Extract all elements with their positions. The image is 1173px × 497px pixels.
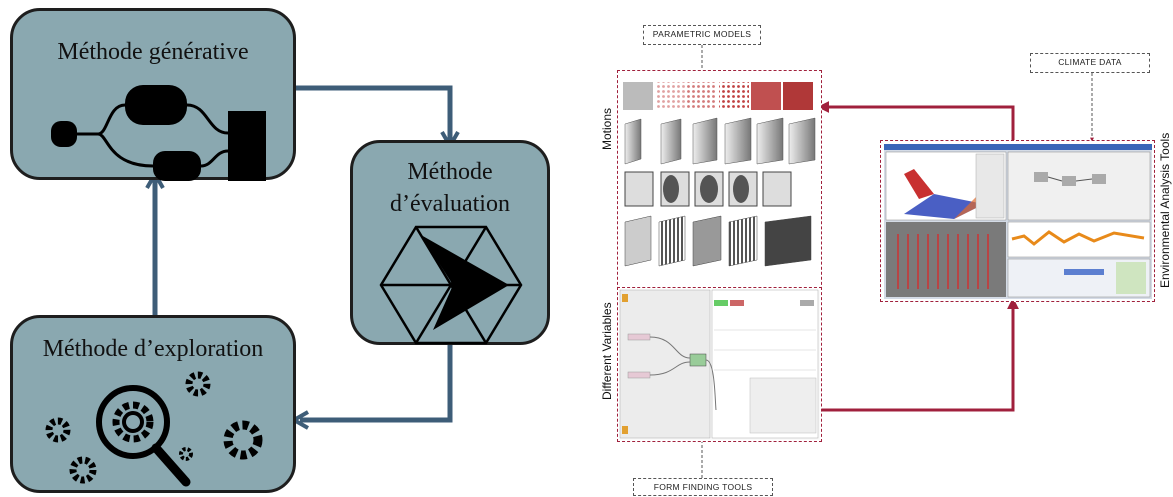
motions-label: Motions [600,107,614,150]
climate-data-tag: CLIMATE DATA [1030,53,1150,73]
form-finding-tools-tag: FORM FINDING TOOLS [633,478,773,496]
gear-icon-5 [179,447,193,461]
evaluation-method-title-line1: Méthode [407,159,493,185]
gear-icon-4 [69,456,97,484]
gear-icon-1 [45,417,71,443]
motions-panel [617,70,822,305]
evaluation-method-box: Méthode d’évaluation [350,140,550,345]
exploration-method-title: Méthode d’exploration [42,336,264,362]
generative-method-box: Méthode générative [10,8,296,181]
arrow-generative-to-evaluation [296,85,460,151]
grasshopper-screenshot [619,289,820,440]
analysis-software-screenshot [884,144,1152,299]
arrow-env-to-motions [817,101,1015,140]
evaluation-method-title-line2: d’évaluation [390,191,510,217]
parametric-models-tag: PARAMETRIC MODELS [643,25,761,45]
environmental-panel [880,140,1155,302]
parametric-facade-grid [623,82,816,267]
different-variables-label: Different Variables [600,302,614,400]
gear-icon-3 [223,420,263,460]
exploration-method-box: Méthode d’exploration [10,315,296,493]
arrow-evaluation-to-exploration [289,345,453,430]
arrow-variables-to-env [822,297,1019,412]
variables-panel [617,287,822,442]
search-gears-icon [45,371,263,487]
gear-icon-2 [185,371,211,397]
generative-method-title: Méthode générative [57,39,249,65]
environmental-analysis-tools-label: Environmental Analysis Tools [1158,132,1172,288]
workflow-icon [51,85,266,181]
radar-chart-icon [379,225,523,345]
